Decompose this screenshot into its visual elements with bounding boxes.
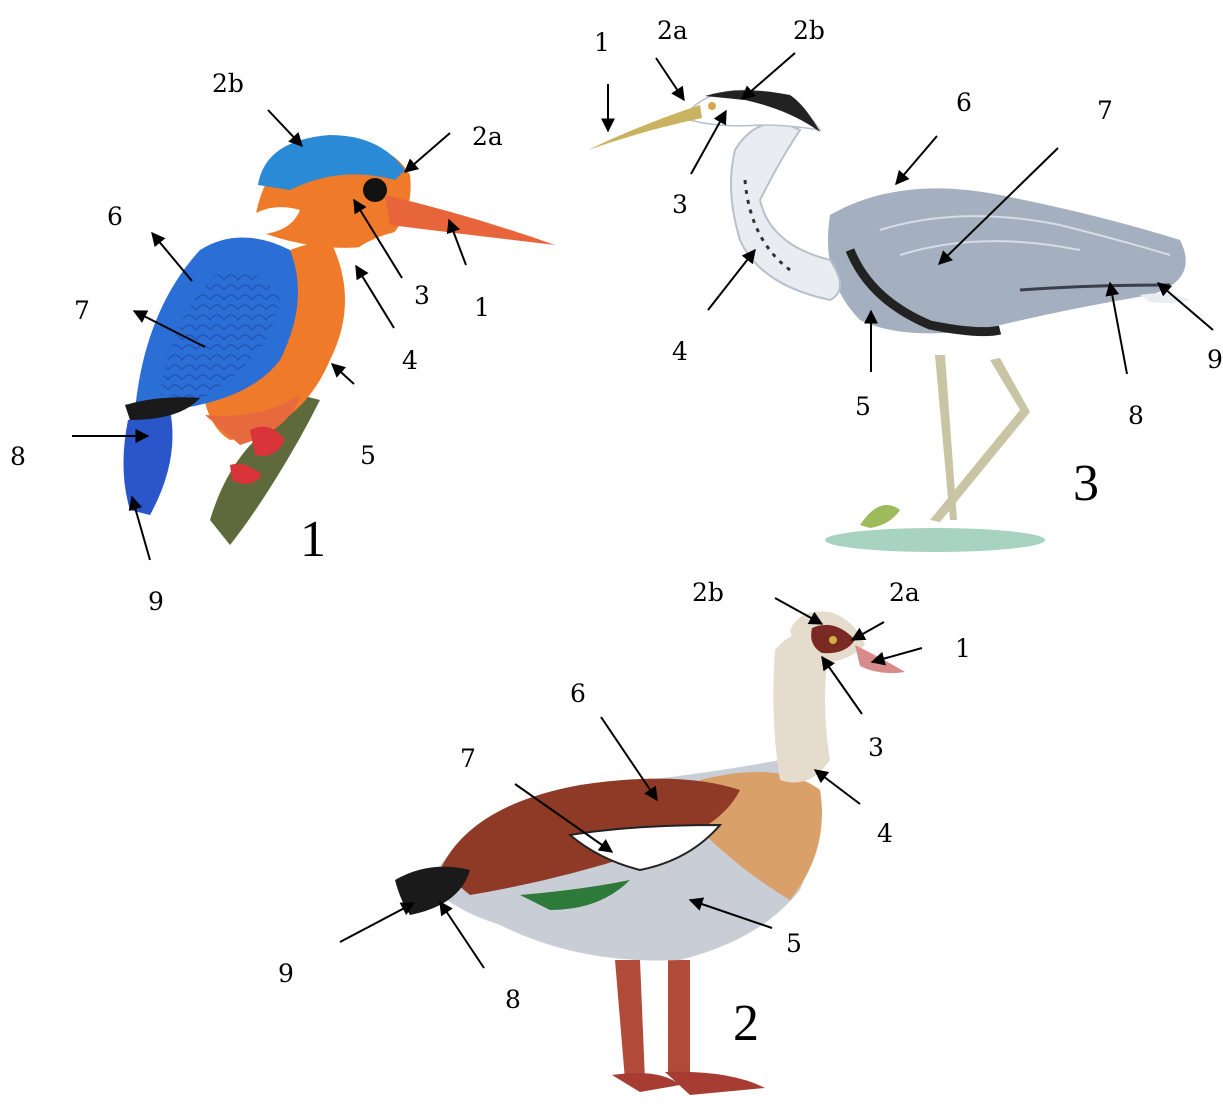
label-k7: 7: [74, 296, 90, 325]
label-h7: 7: [1097, 96, 1113, 125]
arrow-h9: [1158, 283, 1213, 330]
kingfisher-illustration: [123, 135, 555, 545]
arrow-k2b: [268, 110, 302, 146]
label-h6: 6: [956, 88, 972, 117]
kingfisher-eye: [363, 178, 387, 202]
heron-beak: [588, 105, 702, 150]
label-g9: 9: [278, 959, 294, 988]
label-k8: 8: [10, 442, 26, 471]
kingfisher-beak: [385, 195, 555, 245]
label-h2b: 2b: [793, 16, 825, 45]
arrow-g1: [872, 648, 922, 662]
label-k5: 5: [360, 441, 376, 470]
label-k2a: 2a: [472, 122, 503, 151]
label-g5: 5: [786, 929, 802, 958]
label-g2b: 2b: [692, 578, 724, 607]
arrow-k4: [356, 266, 394, 328]
label-h8: 8: [1128, 401, 1144, 430]
label-k4: 4: [402, 346, 418, 375]
label-g8: 8: [505, 985, 521, 1014]
label-g2a: 2a: [889, 578, 920, 607]
heron-neck: [731, 123, 840, 300]
label-k9: 9: [148, 587, 164, 616]
arrow-h2a: [656, 58, 684, 100]
kingfisher-tail: [123, 410, 172, 515]
figure-number-1: 1: [300, 511, 326, 568]
arrow-g9: [340, 903, 414, 942]
label-g6: 6: [570, 679, 586, 708]
label-g7: 7: [460, 744, 476, 773]
label-h2a: 2a: [657, 16, 688, 45]
heron-body: [828, 188, 1186, 333]
arrow-h4: [708, 250, 755, 310]
label-k2b: 2b: [212, 69, 244, 98]
label-k6: 6: [107, 202, 123, 231]
label-g4: 4: [877, 819, 893, 848]
water: [825, 528, 1045, 552]
label-h4: 4: [672, 337, 688, 366]
label-k3: 3: [414, 281, 430, 310]
arrow-k5: [332, 364, 354, 384]
goose-leg: [615, 960, 645, 1080]
label-h9: 9: [1207, 345, 1223, 374]
label-h5: 5: [855, 392, 871, 421]
figure-number-2: 2: [733, 995, 759, 1052]
goose-eye: [829, 636, 837, 644]
arrow-h6: [896, 136, 937, 184]
goose-illustration: [395, 611, 905, 1095]
heron-illustration: [588, 90, 1190, 552]
label-h1: 1: [594, 28, 610, 57]
label-h3: 3: [672, 190, 688, 219]
label-g3: 3: [868, 733, 884, 762]
arrow-k2a: [405, 133, 450, 172]
arrow-g3: [822, 657, 862, 714]
heron-eye: [708, 102, 716, 110]
figure-number-3: 3: [1073, 455, 1099, 512]
arrow-k6: [152, 233, 192, 281]
label-k1: 1: [474, 293, 490, 322]
arrow-g4: [815, 770, 860, 804]
label-g1: 1: [955, 634, 971, 663]
